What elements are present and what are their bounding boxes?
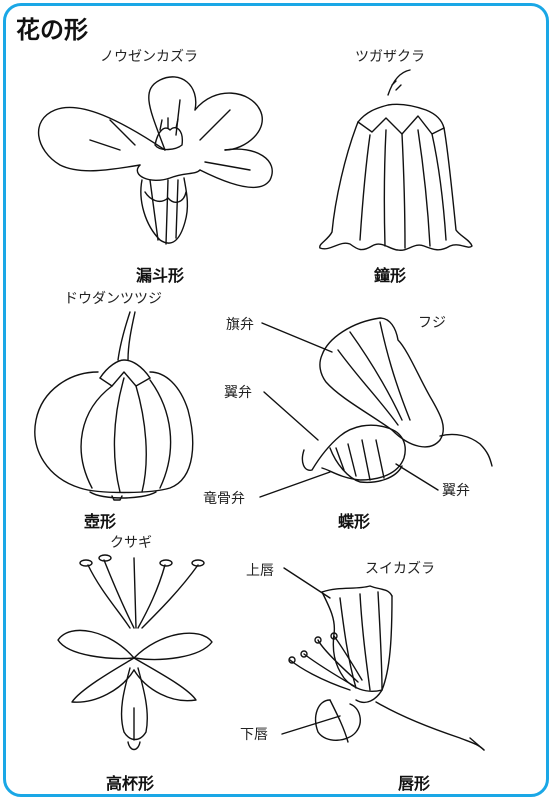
- labiate-flower-drawing: [289, 586, 484, 750]
- leader-line-upper-lip: [284, 568, 330, 598]
- urn-flower-drawing: [35, 312, 193, 500]
- shape-name-bell: 鐘形: [374, 262, 406, 286]
- part-label-standard: 旗弁: [226, 314, 254, 334]
- shape-name-funnel: 漏斗形: [136, 262, 184, 286]
- leader-line-keel: [260, 472, 330, 497]
- papilionaceous-flower-drawing: [302, 318, 492, 482]
- species-label: クサギ: [110, 532, 152, 552]
- part-label-upper-lip: 上唇: [246, 560, 274, 580]
- shape-name-urn: 壺形: [84, 508, 116, 532]
- funnel-flower-drawing: [39, 77, 273, 244]
- species-label: ドウダンツツジ: [64, 288, 162, 308]
- species-label: ノウゼンカズラ: [100, 46, 198, 66]
- part-label-wing: 翼弁: [442, 480, 470, 500]
- bell-flower-drawing: [320, 70, 472, 250]
- part-label-wing: 翼弁: [224, 382, 252, 402]
- leader-line-lower-lip: [282, 716, 340, 734]
- leader-line-wing-upper: [264, 392, 318, 440]
- shape-name-salverform: 高杯形: [106, 770, 154, 794]
- shape-name-papilionaceous: 蝶形: [338, 508, 370, 532]
- part-label-lower-lip: 下唇: [240, 724, 268, 744]
- shape-name-labiate: 唇形: [398, 770, 430, 794]
- leader-line-wing-lower: [396, 464, 438, 490]
- leader-line-standard: [262, 323, 332, 352]
- species-label: スイカズラ: [365, 558, 435, 578]
- salverform-flower-drawing: [58, 555, 212, 750]
- part-label-keel: 竜骨弁: [203, 488, 245, 508]
- species-label: ツガザクラ: [355, 46, 425, 66]
- species-label: フジ: [418, 312, 446, 332]
